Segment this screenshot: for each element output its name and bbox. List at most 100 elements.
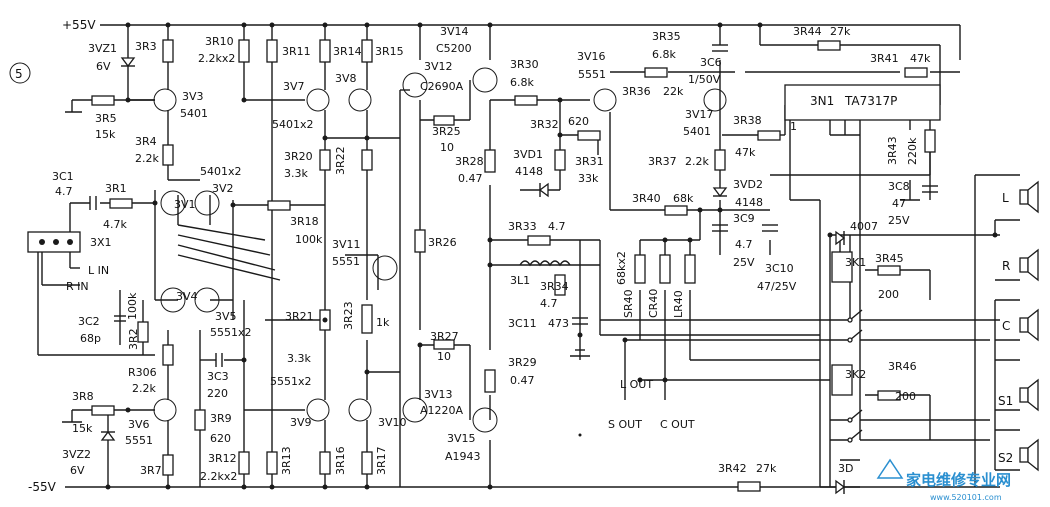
label-3r9: 3R9 [210, 412, 232, 425]
label-3c9: 3C9 [733, 212, 755, 225]
label-3r8-v: 15k [72, 422, 93, 435]
label-r306: R306 [128, 366, 157, 379]
label-3c9-v2: 25V [733, 256, 755, 269]
label-3r42: 3R42 [718, 462, 747, 475]
label-l-out: L OUT [620, 378, 653, 391]
label-spk-s1: S1 [998, 394, 1013, 408]
label-3r20: 3R20 [284, 150, 313, 163]
label-spk-l: L [1002, 191, 1009, 205]
label-3r26: 3R26 [428, 236, 457, 249]
label-spk-r: R [1002, 259, 1010, 273]
label-3r5: 3R5 [95, 112, 117, 125]
label-3v78-v: 5401x2 [272, 118, 314, 131]
label-3r28: 3R28 [455, 155, 484, 168]
label-3r31: 3R31 [575, 155, 604, 168]
label-3c3: 3C3 [207, 370, 229, 383]
label-3r44: 3R44 [793, 25, 822, 38]
label-3c2-v: 68p [80, 332, 101, 345]
label-3v13: 3V13 [424, 388, 453, 401]
label-3r30: 3R30 [510, 58, 539, 71]
label-3r43-v: 220k [906, 137, 919, 165]
figure-number: 5 [15, 67, 23, 81]
diodes [100, 57, 846, 495]
label-3r36: 3R36 [622, 85, 651, 98]
component-labels: 3R3 3VZ1 6V 3R10 2.2kx2 3R11 3R14 3R15 3… [52, 25, 1013, 483]
label-3c11-v: 473 [548, 317, 569, 330]
label-3r38: 3R38 [733, 114, 762, 127]
label-3r23: 3R23 [342, 301, 355, 330]
label-3r43: 3R43 [886, 136, 899, 165]
label-3vz2: 3VZ2 [62, 448, 91, 461]
label-3r11: 3R11 [282, 45, 311, 58]
label-3r41: 3R41 [870, 52, 899, 65]
label-3r17: 3R17 [375, 446, 388, 475]
label-3r15: 3R15 [375, 45, 404, 58]
label-3r35-v: 6.8k [652, 48, 676, 61]
label-3r9-v: 620 [210, 432, 231, 445]
label-3v45-v: 5551x2 [210, 326, 252, 339]
label-3r38-v: 47k [735, 146, 756, 159]
label-3v11: 3V11 [332, 238, 361, 251]
figure-number-circle [9, 62, 31, 84]
label-3v13-v: A1220A [420, 404, 464, 417]
label-3r3: 3R3 [135, 40, 157, 53]
vas-stage-wires [243, 25, 401, 487]
label-3r27: 3R27 [430, 330, 459, 343]
label-3r45-v: 200 [878, 288, 899, 301]
label-3v4: 3V4 [176, 290, 198, 303]
label-1k: 1k [376, 316, 390, 329]
label-r306-v: 2.2k [132, 382, 156, 395]
label-3c2: 3C2 [78, 315, 100, 328]
label-3l1: 3L1 [510, 274, 530, 287]
label-3r12: 3R12 [208, 452, 237, 465]
label-3vd2: 3VD2 [733, 178, 763, 191]
capacitors [89, 44, 938, 367]
label-3r20-v: 3.3k [284, 167, 308, 180]
label-c-out: C OUT [660, 418, 695, 431]
speakers [1019, 180, 1039, 472]
label-3r33: 3R33 [508, 220, 537, 233]
label-3r44-v: 27k [830, 25, 851, 38]
label-4007: 4007 [850, 220, 878, 233]
label-3r12-v: 2.2kx2 [200, 470, 237, 483]
label-3v16-v: 5551 [578, 68, 606, 81]
label-3c10: 3C10 [765, 262, 794, 275]
label-3c3-v: 220 [207, 387, 228, 400]
label-s-out: S OUT [608, 418, 642, 431]
label-3r40-v: 68k [673, 192, 694, 205]
label-l-in: L IN [88, 264, 109, 277]
label-3v3: 3V3 [182, 90, 204, 103]
label-3v11-v: 5551 [332, 255, 360, 268]
label-3x1: 3X1 [90, 236, 112, 249]
label-3v12b: 3V12 [424, 60, 453, 73]
label-3v16: 3V16 [577, 50, 606, 63]
label-3r30-v: 6.8k [510, 76, 534, 89]
label-3v9: 3V9 [290, 416, 312, 429]
inductor-3l1 [519, 260, 571, 267]
label-3v6-v: 5551 [125, 434, 153, 447]
label-3r46-v: 200 [895, 390, 916, 403]
label-3r34-v: 4.7 [540, 297, 558, 310]
label-3r27-v: 10 [437, 350, 451, 363]
label-3r21-v: 3.3k [287, 352, 311, 365]
label-3vz1-v: 6V [96, 60, 111, 73]
label-3r45: 3R45 [875, 252, 904, 265]
label-3c1: 3C1 [52, 170, 74, 183]
label-3r25: 3R25 [432, 125, 461, 138]
label-3d: 3D [838, 462, 853, 475]
watermark-text: 家电维修专业网 [906, 471, 1011, 489]
label-3v14: 3V14 [440, 25, 469, 38]
label-3r35: 3R35 [652, 30, 681, 43]
relay-contacts [847, 309, 863, 443]
relay-3k1-coil [831, 251, 853, 283]
transistors [153, 67, 727, 433]
junctions [105, 22, 998, 490]
label-3n1: 3N1 [810, 94, 834, 108]
label-spk-s2: S2 [998, 451, 1013, 465]
label-3v7: 3V7 [283, 80, 305, 93]
label-3c6: 3C6 [700, 56, 722, 69]
label-3c9-v1: 4.7 [735, 238, 753, 251]
label-3k1: 3K1 [845, 256, 866, 269]
label-3r4: 3R4 [135, 135, 157, 148]
